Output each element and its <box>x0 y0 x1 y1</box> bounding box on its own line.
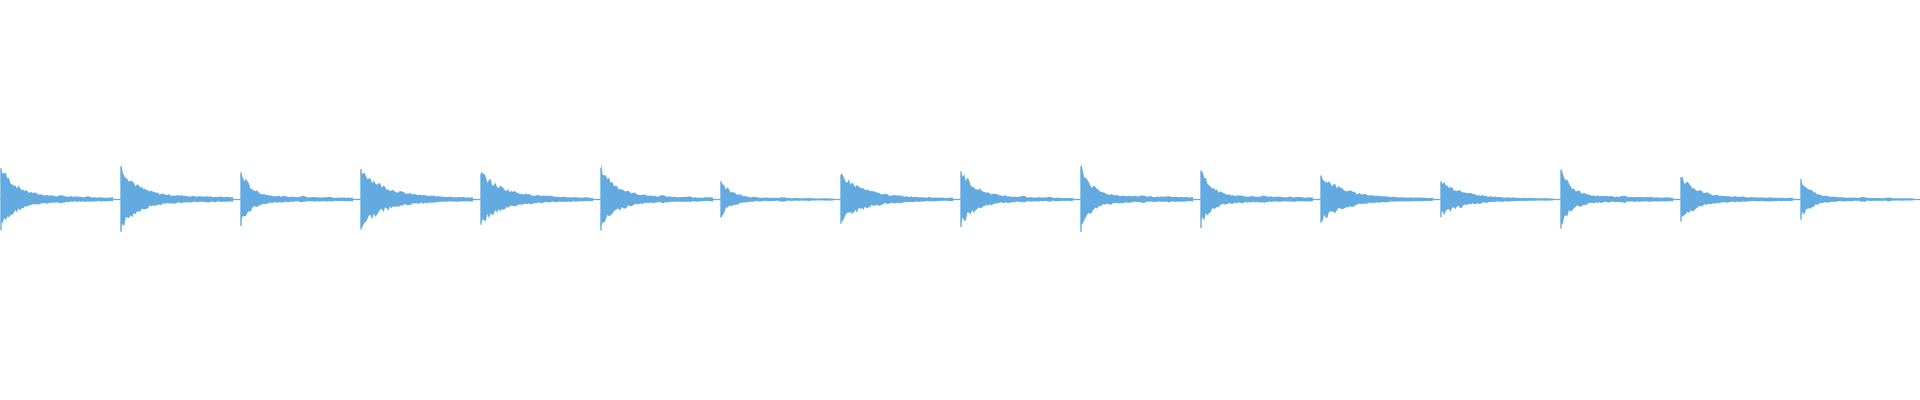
waveform-clip[interactable] <box>601 162 713 230</box>
waveform-clip[interactable] <box>241 172 353 224</box>
waveform-clip[interactable] <box>1 167 113 224</box>
waveform-clip[interactable] <box>1081 163 1193 226</box>
waveform-clip[interactable] <box>1561 168 1673 225</box>
waveform-clip[interactable] <box>721 180 833 218</box>
waveform-clip[interactable] <box>1441 181 1553 216</box>
waveform-clip[interactable] <box>961 171 1073 227</box>
waveform-clip[interactable] <box>361 170 473 229</box>
waveform-clips <box>0 162 1913 232</box>
waveform-clip[interactable] <box>1681 176 1793 217</box>
waveform-clip[interactable] <box>841 173 953 222</box>
waveform-clip[interactable] <box>1321 174 1433 222</box>
waveform-clip[interactable] <box>481 171 593 226</box>
waveform-clip[interactable] <box>1201 171 1313 221</box>
waveform-clip[interactable] <box>1801 179 1913 218</box>
waveform-clip[interactable] <box>121 164 233 230</box>
